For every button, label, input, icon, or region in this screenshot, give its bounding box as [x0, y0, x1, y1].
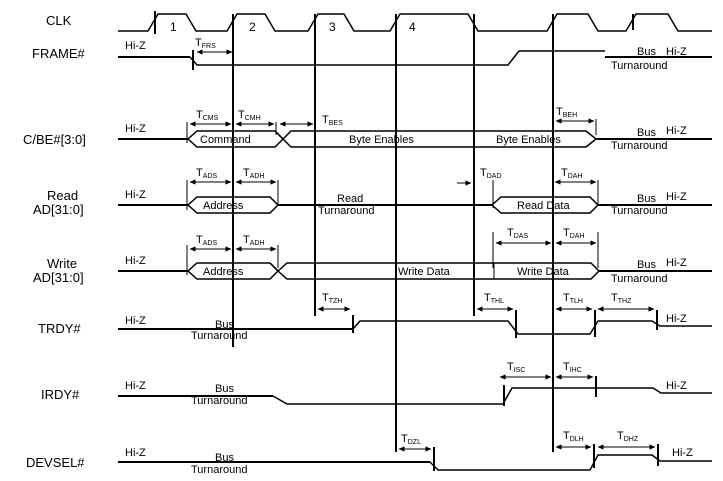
timing-dah-read: TDAH: [561, 167, 583, 180]
cbe-bus-label: Bus: [637, 127, 656, 139]
write-address-label: Address: [203, 266, 244, 278]
write-bus-label: Bus: [637, 259, 656, 271]
timing-tzh: TTZH: [322, 292, 342, 305]
timing-cmh: TCMH: [238, 109, 261, 122]
devsel-bus-label: Bus: [215, 452, 234, 464]
clock-number-1: 1: [170, 20, 177, 34]
read-ad-waveform: TADS TADH TDAD TDAH Hi-Z Address Read Tu…: [118, 167, 712, 217]
irdy-waveform: TISC TIHC Hi-Z Bus Turnaround Hi-Z: [118, 361, 712, 407]
devsel-hiz-left: Hi-Z: [125, 447, 146, 459]
signal-cbe: C/BE#[3:0]: [23, 132, 86, 147]
read-data-label: Read Data: [517, 200, 570, 212]
timing-das: TDAS: [507, 227, 528, 240]
frame-turnaround-label: Turnaround: [611, 60, 667, 72]
timing-ads-read: TADS: [196, 167, 217, 180]
irdy-hiz-left: Hi-Z: [125, 380, 146, 392]
signal-write-ad: AD[31:0]: [33, 270, 84, 285]
trdy-turnaround-label: Turnaround: [191, 330, 247, 342]
read-hiz-left: Hi-Z: [125, 189, 146, 201]
timing-cms: TCMS: [196, 109, 219, 122]
clock-number-4: 4: [409, 20, 416, 34]
signal-read: Read: [47, 188, 78, 203]
cbe-hiz-left: Hi-Z: [125, 123, 146, 135]
write-data-label-2: Write Data: [517, 266, 570, 278]
timing-adh-write: TADH: [243, 234, 265, 247]
timing-ads-write: TADS: [196, 234, 217, 247]
read-turnaround-label: Turnaround: [318, 205, 374, 217]
timing-tlh: TTLH: [563, 292, 583, 305]
timing-dad: TDAD: [480, 167, 502, 180]
signal-trdy: TRDY#: [38, 321, 81, 336]
write-ad-waveform: TADS TADH TDAS TDAH Hi-Z Address Write D…: [118, 227, 712, 285]
cbe-byte-enables-2: Byte Enables: [496, 134, 561, 146]
write-hiz-left: Hi-Z: [125, 255, 146, 267]
write-turnaround-right: Turnaround: [611, 273, 667, 285]
timing-dzl: TDZL: [401, 433, 421, 446]
devsel-waveform: TDZL TDLH TDHZ Hi-Z Bus Turnaround Hi-Z: [118, 430, 712, 476]
clock-number-3: 3: [329, 20, 336, 34]
signal-names: CLK FRAME# C/BE#[3:0] Read AD[31:0] Writ…: [23, 13, 86, 470]
timing-beh: TBEH: [556, 106, 577, 119]
signal-frame: FRAME#: [32, 46, 86, 61]
timing-thl: TTHL: [484, 292, 504, 305]
cbe-command-label: Command: [200, 134, 251, 146]
trdy-hiz-left: Hi-Z: [125, 315, 146, 327]
write-hiz-right: Hi-Z: [666, 257, 687, 269]
signal-devsel: DEVSEL#: [26, 455, 85, 470]
frame-bus-label: Bus: [637, 46, 656, 58]
timing-bes: TBES: [322, 114, 343, 127]
signal-write: Write: [47, 256, 77, 271]
trdy-hiz-right: Hi-Z: [666, 313, 687, 325]
frame-hiz-left: Hi-Z: [125, 40, 146, 52]
trdy-bus-label: Bus: [215, 319, 234, 331]
clk-waveform: 1 2 3 4: [118, 11, 712, 34]
trdy-waveform: TTZH TTHL TTLH TTHZ Hi-Z Bus Turnaround …: [118, 292, 712, 342]
timing-adh-read: TADH: [243, 167, 265, 180]
signal-read-ad: AD[31:0]: [33, 202, 84, 217]
timing-thz: TTHZ: [611, 292, 632, 305]
cbe-hiz-right: Hi-Z: [666, 125, 687, 137]
timing-isc: TISC: [507, 361, 525, 374]
irdy-hiz-right: Hi-Z: [666, 380, 687, 392]
read-bus-label: Bus: [637, 193, 656, 205]
frame-waveform: TFRS Hi-Z Bus Hi-Z Turnaround: [118, 37, 712, 72]
irdy-bus-label: Bus: [215, 383, 234, 395]
timing-dah-write: TDAH: [563, 227, 585, 240]
devsel-hiz-right: Hi-Z: [672, 447, 693, 459]
read-turnaround-right: Turnaround: [611, 205, 667, 217]
timing-ihc: TIHC: [563, 361, 582, 374]
irdy-turnaround-label: Turnaround: [191, 395, 247, 407]
read-address-label: Address: [203, 200, 244, 212]
read-hiz-right: Hi-Z: [666, 191, 687, 203]
frame-hiz-right: Hi-Z: [666, 46, 687, 58]
cbe-byte-enables-1: Byte Enables: [349, 134, 414, 146]
cbe-turnaround-label: Turnaround: [611, 140, 667, 152]
signal-irdy: IRDY#: [41, 387, 80, 402]
signal-clk: CLK: [46, 13, 72, 28]
devsel-turnaround-label: Turnaround: [191, 464, 247, 476]
timing-dlh: TDLH: [563, 430, 584, 443]
write-data-label-1: Write Data: [398, 266, 451, 278]
clock-number-2: 2: [249, 20, 256, 34]
cbe-waveform: TCMS TCMH TBES TBEH Hi-Z Command Byte En…: [118, 106, 712, 152]
timing-dhz: TDHZ: [617, 430, 639, 443]
timing-frs: TFRS: [195, 37, 216, 50]
read-label: Read: [337, 193, 363, 205]
